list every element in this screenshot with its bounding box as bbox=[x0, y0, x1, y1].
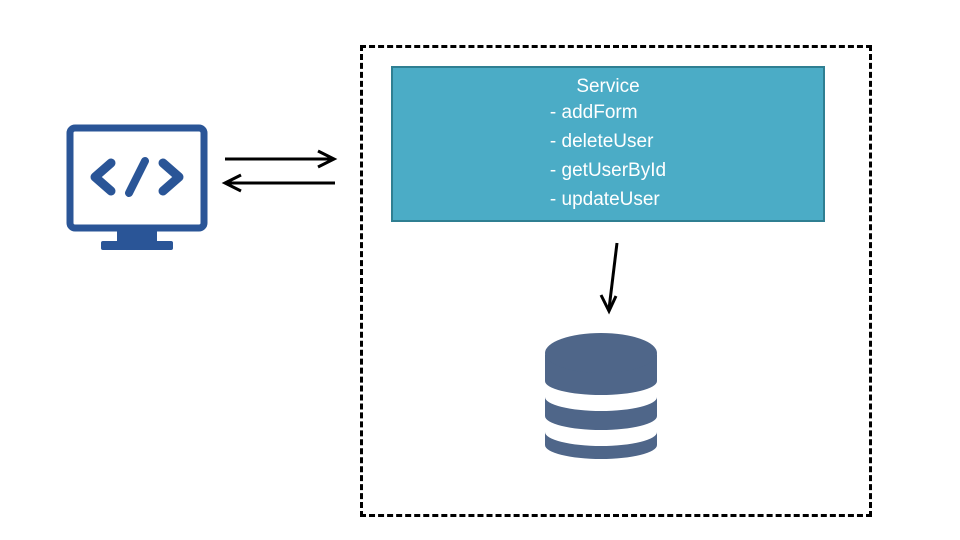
request-arrow bbox=[225, 149, 338, 169]
service-method: - addForm bbox=[549, 102, 638, 123]
service-method: - updateUser bbox=[549, 189, 660, 210]
service-box: Service - addForm - deleteUser - getUser… bbox=[391, 66, 825, 222]
service-method-list: - addForm - deleteUser - getUserById - u… bbox=[550, 98, 666, 214]
system-boundary bbox=[360, 45, 872, 517]
service-title: Service bbox=[576, 76, 640, 97]
service-method: - deleteUser bbox=[549, 131, 654, 152]
response-arrow bbox=[221, 173, 335, 193]
service-method: - getUserById bbox=[549, 160, 667, 181]
